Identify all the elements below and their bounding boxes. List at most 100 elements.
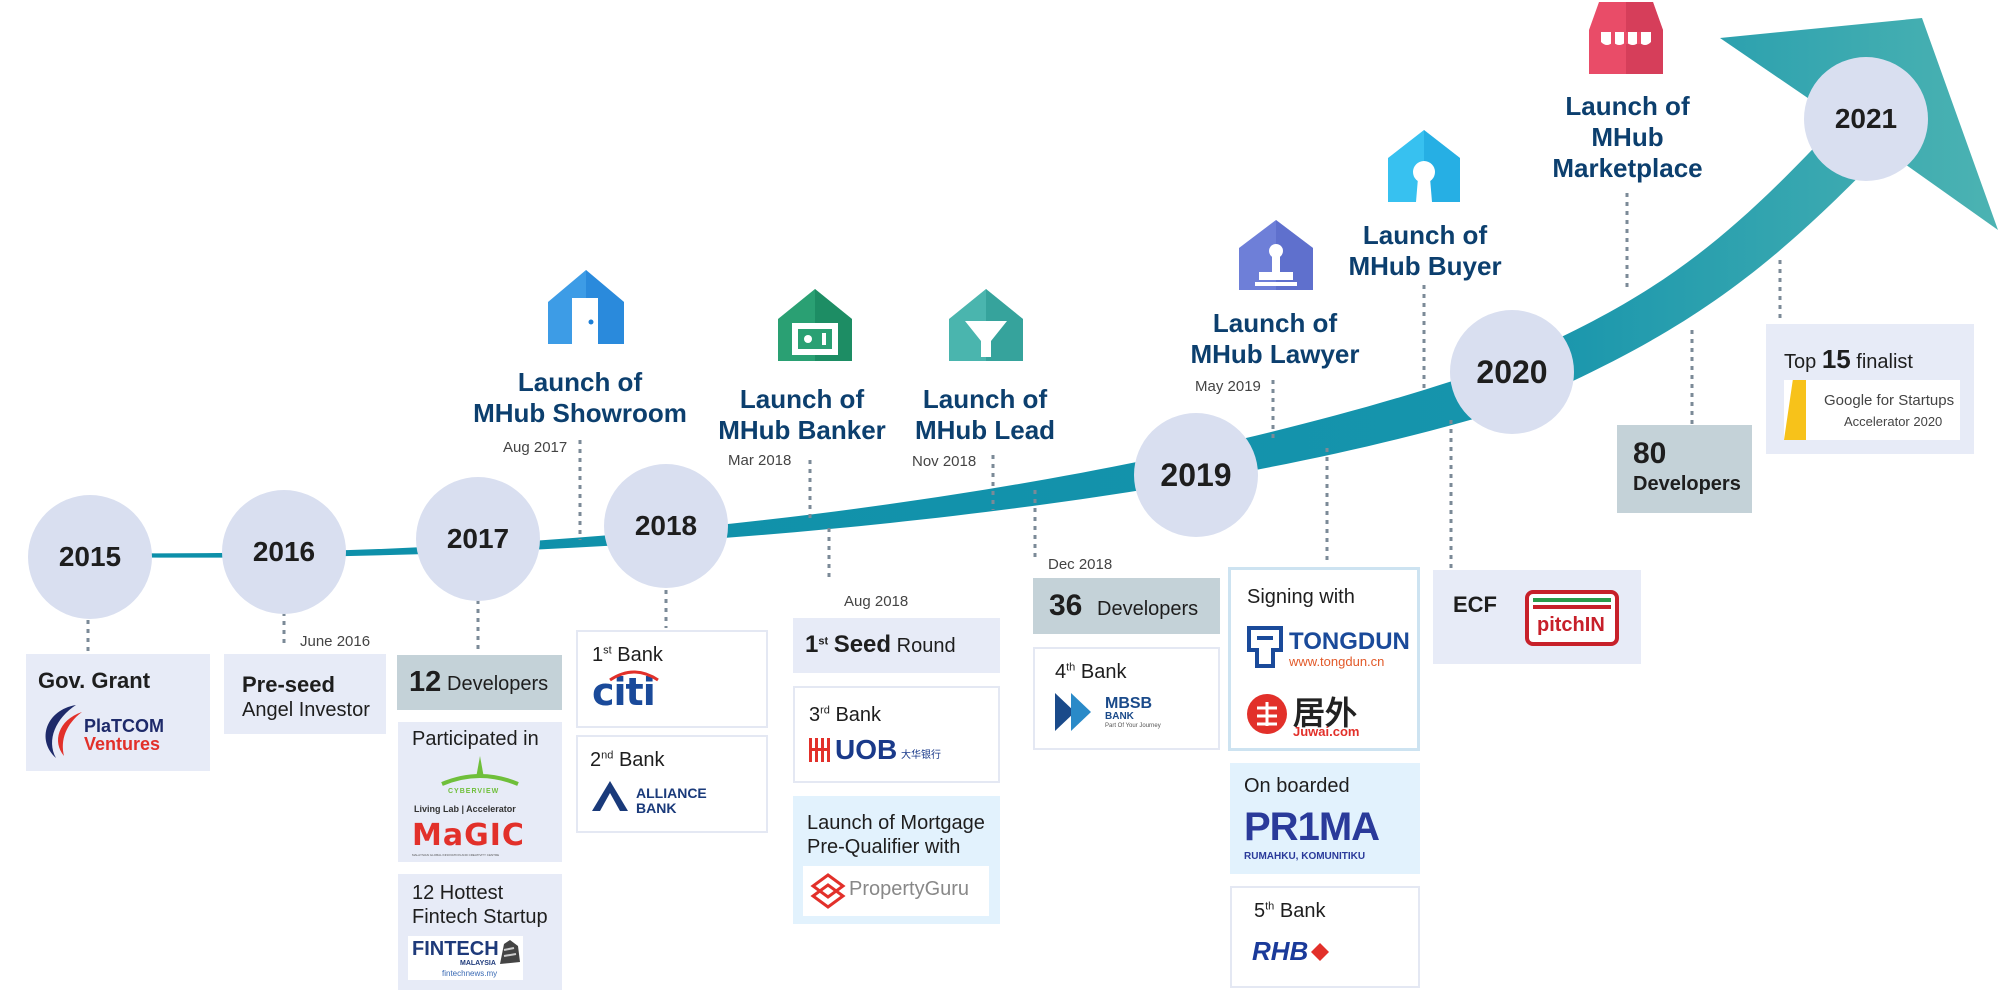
dev80-label: Developers: [1633, 473, 1741, 495]
hottest-line2: Fintech Startup: [412, 906, 548, 928]
bank2-ord: 2: [590, 749, 602, 771]
tongdun-logo-sub: www.tongdun.cn: [1289, 654, 1385, 669]
tiger-icon: [500, 940, 520, 964]
launch-buyer-line1: Launch of: [1362, 220, 1488, 250]
year-2020: 2020: [1450, 310, 1574, 434]
cyberview-logo-text: CYBERVIEW: [448, 788, 500, 795]
launch-lead-label: Launch of MHub Lead: [890, 384, 1080, 446]
seed-bold: Seed: [833, 631, 892, 658]
launch-banker-date: Mar 2018: [728, 452, 792, 469]
bank4-label: 4th Bank: [1055, 661, 1126, 684]
seed-label: 1st Seed Round: [805, 631, 956, 659]
bank4-ord: 4: [1055, 661, 1067, 683]
dev12-number: 12: [409, 666, 442, 698]
preseed-line2: Angel Investor: [242, 699, 370, 721]
mbsb-logo-line2: BANK: [1105, 711, 1134, 722]
citi-arc-icon: [609, 670, 659, 682]
card-bank-2: 2nd Bank ALLIANCE BANK: [576, 735, 768, 833]
propertyguru-logo-icon: [810, 873, 846, 909]
launch-lead-date: Nov 2018: [912, 453, 977, 470]
launch-marketplace-line2: MHub: [1591, 122, 1664, 152]
pitchin-logo-box: pitchIN: [1525, 590, 1619, 646]
propertyguru-logo-box: PropertyGuru: [803, 866, 989, 916]
bank4-word: Bank: [1080, 661, 1127, 683]
launch-lawyer-label: Launch of MHub Lawyer: [1170, 308, 1380, 370]
top15-label: Top 15 finalist: [1784, 344, 1913, 375]
card-onboarded: On boarded PR1MA RUMAHKU, KOMUNITIKU: [1230, 763, 1420, 874]
google-startups-line1: Google for Startups: [1824, 392, 1955, 409]
launch-showroom-line2: MHub Showroom: [473, 398, 687, 428]
stamp-house-icon: [1239, 220, 1313, 290]
pitchin-stripe-mid: [1533, 605, 1611, 609]
keyhole-house-icon: [1388, 130, 1460, 202]
year-2017: 2017: [416, 477, 540, 601]
top15-pre: Top: [1784, 351, 1817, 373]
prima-logo: PR1MA: [1244, 805, 1380, 849]
alliance-logo-line2: BANK: [636, 800, 677, 816]
onboarded-title: On boarded: [1244, 775, 1350, 797]
citi-logo: citi: [592, 670, 656, 714]
year-2018: 2018: [604, 464, 728, 588]
launch-showroom-date: Aug 2017: [503, 439, 568, 456]
seed-sup: st: [818, 635, 829, 648]
dev36-date: Dec 2018: [1048, 556, 1113, 573]
dev12-label: Developers: [447, 673, 549, 695]
platcom-logo-icon: [45, 705, 82, 758]
alliance-logo-line1: ALLIANCE: [636, 785, 707, 801]
magic-logo-sub: MALAYSIAN GLOBAL INNOVATION AND CREATIVI…: [412, 853, 500, 857]
rhb-logo: RHB: [1252, 936, 1309, 966]
top15-num: 15: [1821, 344, 1851, 374]
tongdun-logo: TONGDUN: [1289, 628, 1410, 655]
launch-buyer-line2: MHub Buyer: [1348, 251, 1502, 281]
card-ecf: ECF pitchIN: [1433, 570, 1641, 664]
bank3-ord: 3: [809, 704, 821, 726]
launch-showroom-label: Launch of MHub Showroom: [450, 367, 710, 429]
bank2-sup: nd: [601, 749, 614, 762]
bank4-sup: th: [1066, 661, 1076, 674]
ecf-title: ECF: [1453, 592, 1497, 617]
uob-logo-cn: 大华银行: [901, 750, 941, 761]
card-12-developers: 12 Developers: [397, 655, 562, 710]
door-house-icon: [548, 270, 624, 344]
bank5-sup: th: [1265, 900, 1275, 913]
launch-banker-line2: MHub Banker: [718, 415, 886, 445]
card-seed-round: 1st Seed Round: [793, 618, 1000, 673]
launch-marketplace-line1: Launch of: [1565, 91, 1690, 121]
fintech-logo-box: FINTECH MALAYSIA fintechnews.my: [408, 936, 523, 980]
launch-lawyer-line1: Launch of: [1212, 308, 1338, 338]
google-startups-line2: Accelerator 2020: [1844, 414, 1943, 429]
preseed-date: June 2016: [300, 633, 371, 650]
propertyguru-logo: PropertyGuru: [849, 878, 970, 900]
year-2016: 2016: [222, 490, 346, 614]
card-36-developers: 36 Developers: [1033, 578, 1220, 634]
card-80-developers: 80 Developers: [1617, 425, 1752, 513]
launch-lawyer-date: May 2019: [1195, 378, 1261, 395]
shop-awning-icon: [1589, 2, 1663, 74]
bank5-word: Bank: [1279, 900, 1326, 922]
pitchin-stripe-top: [1533, 598, 1611, 602]
tongdun-logo-icon: [1247, 626, 1283, 668]
year-2019: 2019: [1134, 413, 1258, 537]
bank5-ord: 5: [1254, 900, 1266, 922]
launch-lead-line1: Launch of: [922, 384, 1048, 414]
seed-ord: 1: [805, 631, 819, 658]
juwai-logo: 居外: [1293, 694, 1358, 732]
seed-date: Aug 2018: [844, 593, 909, 610]
funnel-house-icon: [949, 289, 1023, 361]
cyberview-logo-icon: [441, 756, 519, 786]
bank2-label: 2nd Bank: [590, 749, 665, 772]
launch-showroom-line1: Launch of: [517, 367, 643, 397]
pitchin-logo: pitchIN: [1537, 614, 1605, 636]
bank3-word: Bank: [835, 704, 882, 726]
rhb-diamond-icon: [1311, 943, 1329, 961]
mbsb-logo-line1: MBSB: [1105, 695, 1153, 712]
participated-title: Participated in: [412, 728, 539, 750]
preseed-line1: Pre-seed: [242, 672, 335, 697]
platcom-logo-line1: PlaTCOM: [84, 716, 165, 736]
launch-lead-line2: MHub Lead: [914, 415, 1056, 445]
card-preseed: Pre-seed Angel Investor: [224, 654, 386, 734]
top15-post: finalist: [1856, 351, 1913, 373]
bank1-sup: st: [603, 644, 612, 657]
launch-marketplace-line3: Marketplace: [1552, 153, 1703, 183]
bank5-label: 5th Bank: [1254, 900, 1325, 923]
